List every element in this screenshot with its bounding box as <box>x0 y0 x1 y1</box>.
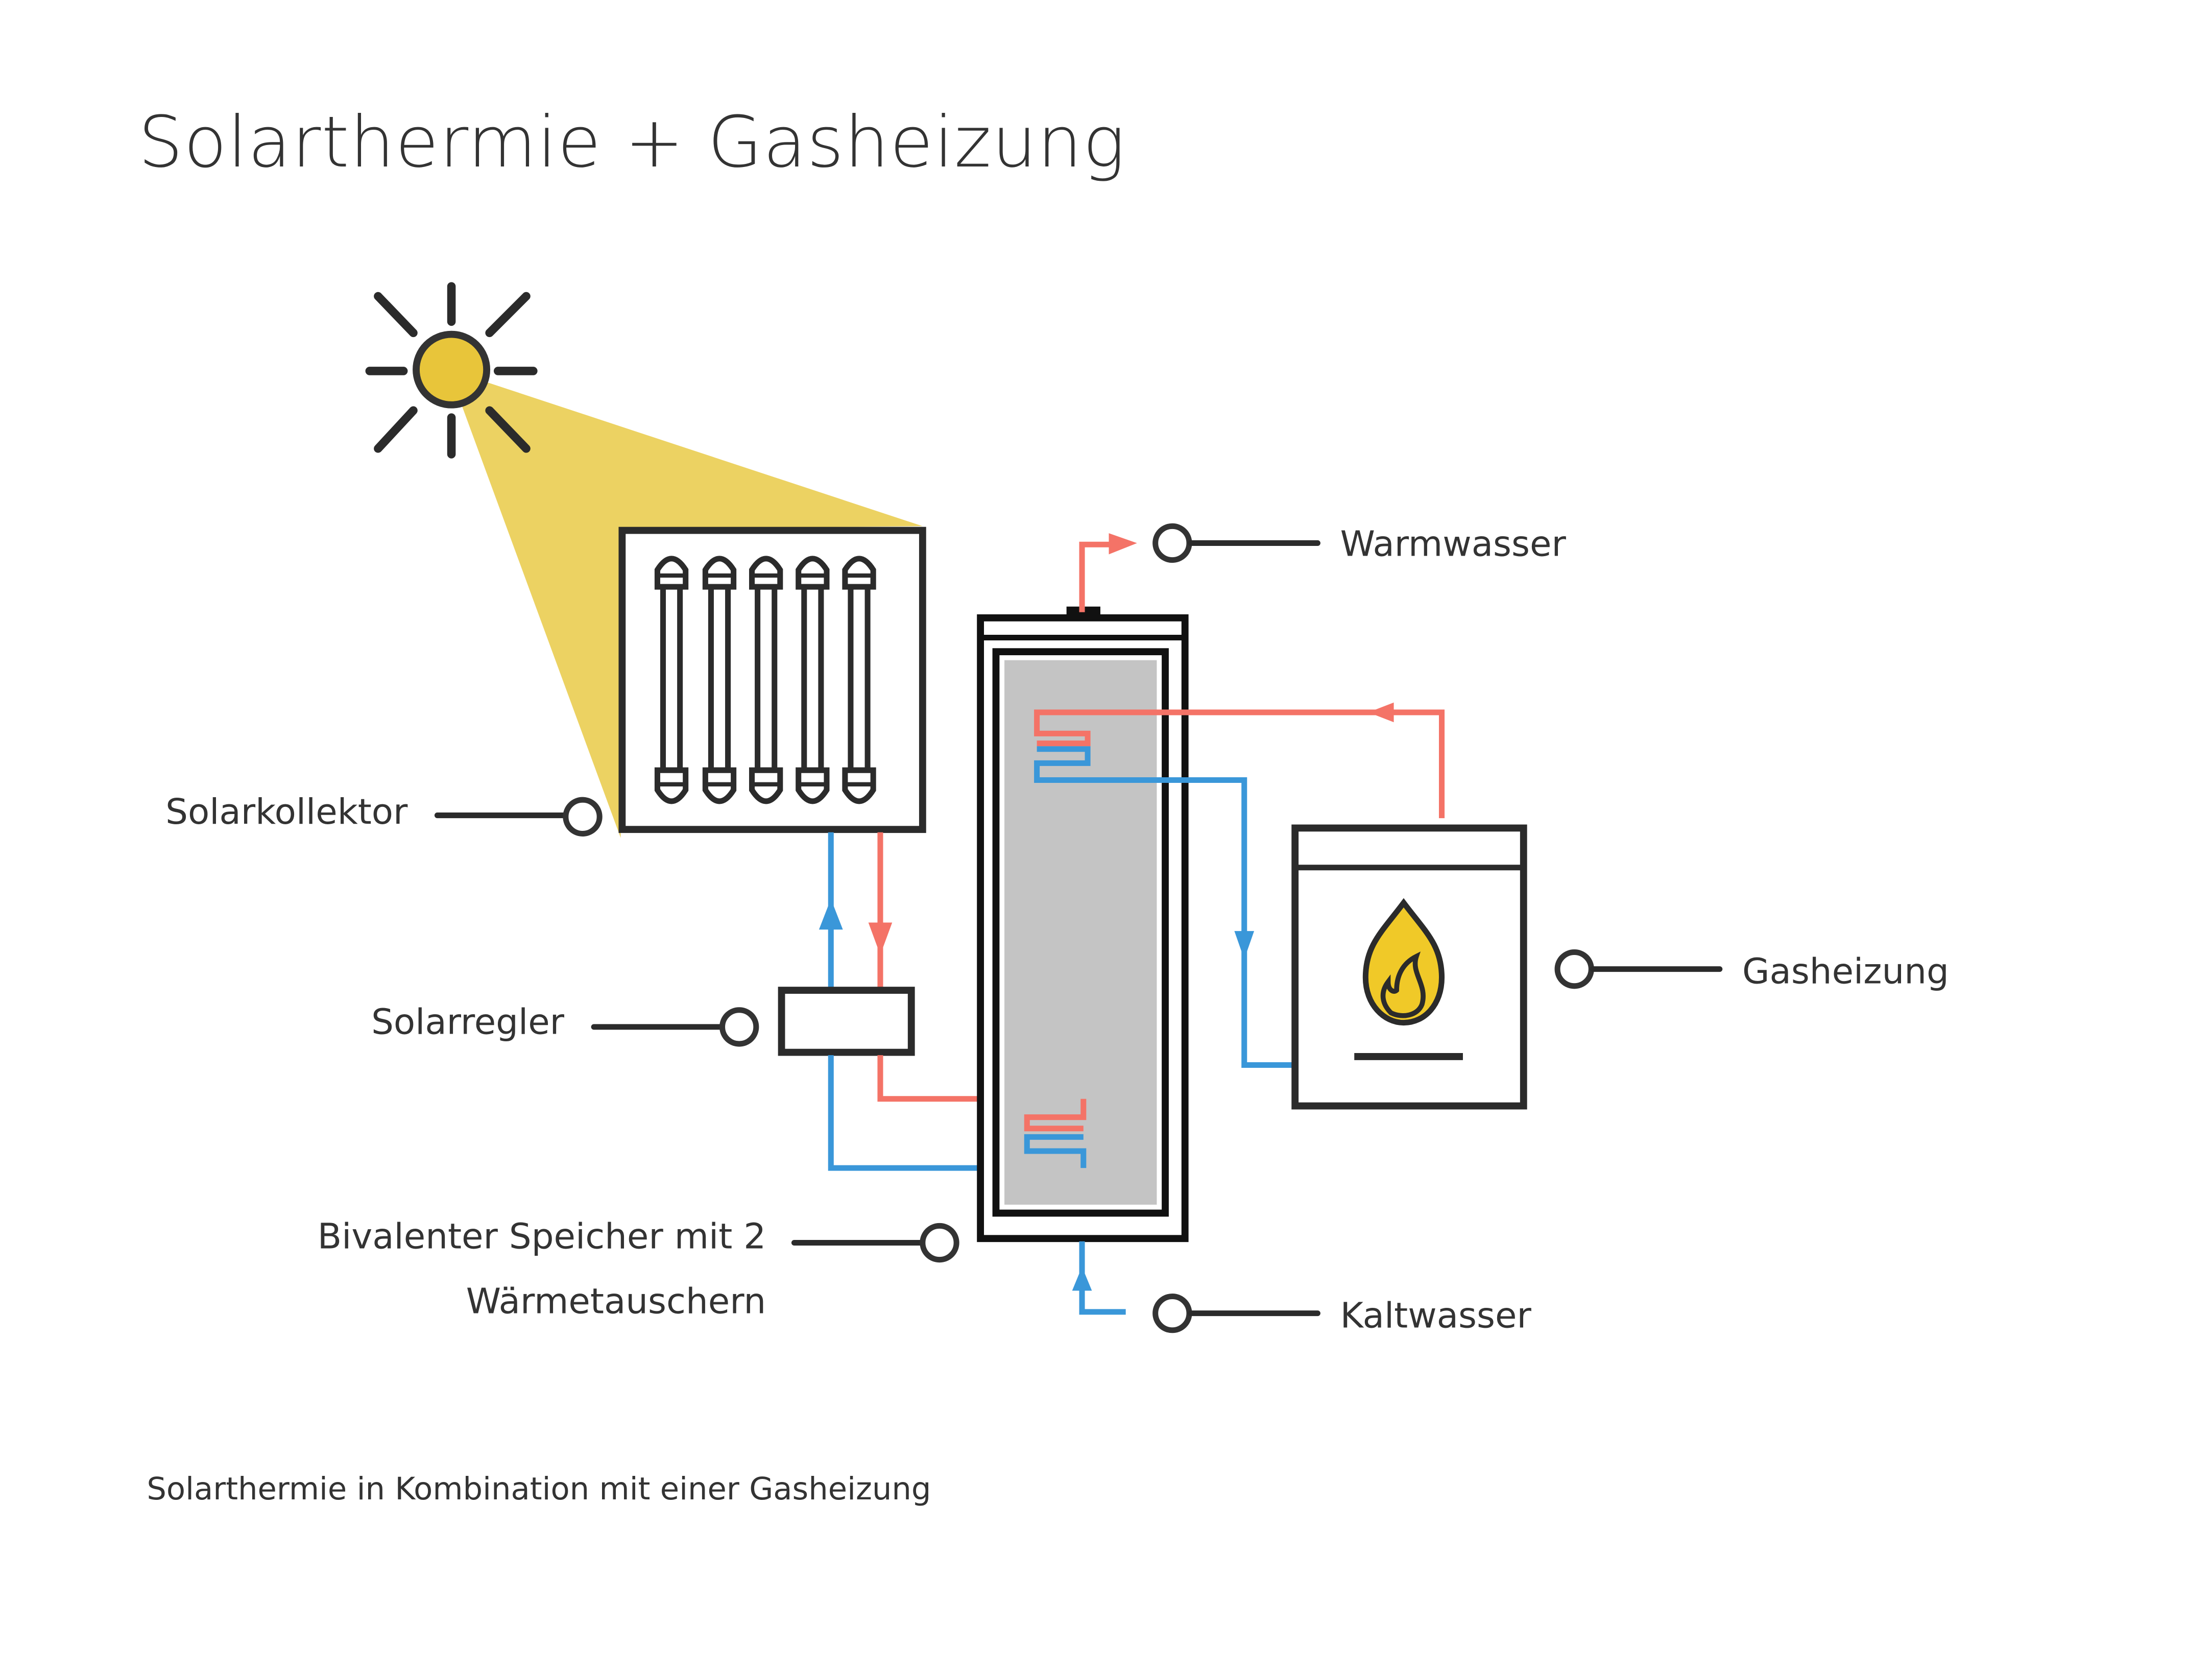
label-speicher-line1: Bivalenter Speicher mit 2 <box>318 1216 766 1257</box>
label-solarregler: Solarregler <box>371 1002 565 1043</box>
collector-pipes <box>819 832 893 988</box>
leader-speicher <box>791 1223 959 1263</box>
label-warmwasser: Warmwasser <box>1340 523 1567 564</box>
collector-tube <box>702 556 737 804</box>
solar-controller-icon <box>778 987 915 1056</box>
label-gasheizung: Gasheizung <box>1742 951 1949 992</box>
leader-gasheizung <box>1554 949 1723 989</box>
leader-solarkollektor <box>434 797 603 836</box>
sun-icon <box>365 282 538 459</box>
sunlight-beam <box>448 369 923 838</box>
collector-tube <box>796 556 830 804</box>
collector-tube <box>749 556 783 804</box>
leader-kaltwasser <box>1152 1293 1320 1333</box>
flame-icon <box>1362 898 1445 1026</box>
upper-heat-exchanger <box>1034 702 1445 1068</box>
leader-solarregler <box>591 1007 759 1047</box>
warmwater-pipe <box>1079 533 1137 612</box>
storage-tank-icon <box>977 606 1189 1242</box>
collector-tube <box>654 556 689 804</box>
gas-boiler-icon <box>1291 824 1527 1110</box>
coldwater-pipe <box>1072 1241 1126 1315</box>
solar-collector-icon <box>618 527 926 833</box>
figure-caption: Solarthermie in Kombination mit einer Ga… <box>147 1471 931 1507</box>
collector-tube <box>842 556 876 804</box>
page-title: Solarthermie + Gasheizung <box>138 101 1126 183</box>
lower-heat-exchanger <box>1024 1098 1087 1168</box>
label-speicher-line2: Wärmetauschern <box>466 1281 766 1322</box>
leader-warmwasser <box>1152 523 1320 563</box>
label-kaltwasser: Kaltwasser <box>1340 1295 1532 1336</box>
label-solarkollektor: Solarkollektor <box>165 792 408 832</box>
